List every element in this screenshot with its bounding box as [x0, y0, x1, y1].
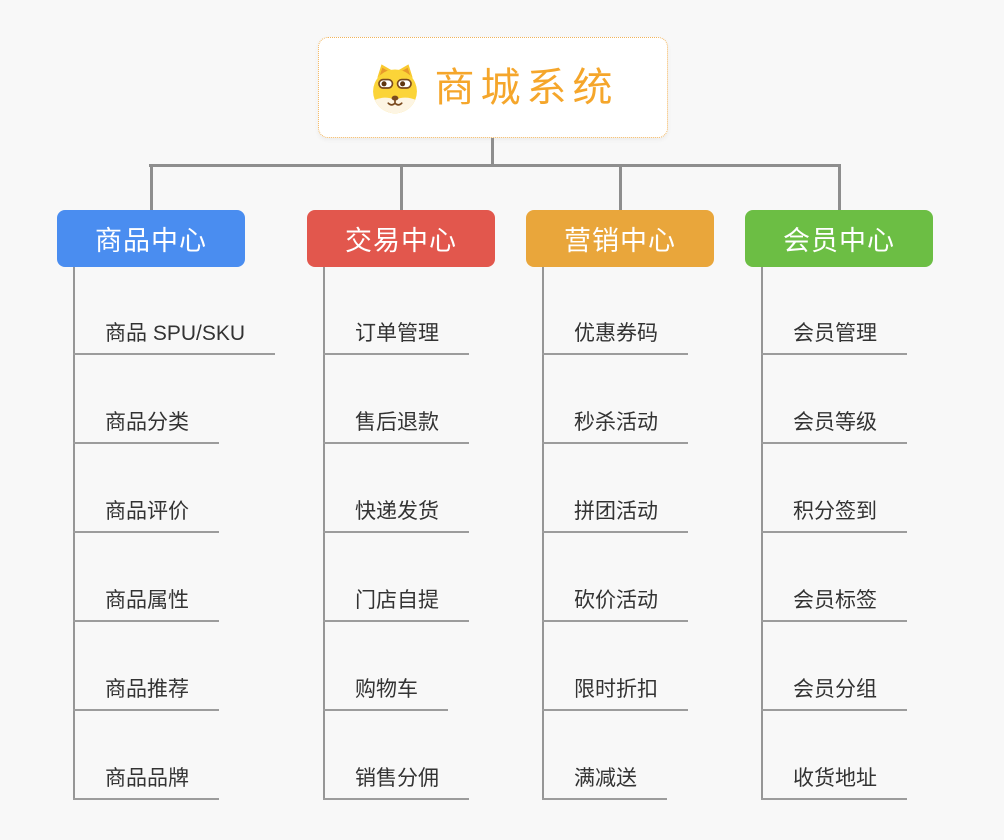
branch-label: 营销中心: [564, 226, 676, 256]
connector-branch-drop: [399, 164, 403, 210]
node-item[interactable]: 会员等级: [761, 411, 907, 444]
node-item[interactable]: 优惠券码: [542, 322, 688, 355]
node-item[interactable]: 销售分佣: [323, 767, 469, 800]
connector-branch-drop: [149, 164, 153, 210]
branch-label: 会员中心: [783, 226, 895, 256]
connector-branch-line: [323, 267, 325, 800]
connector-root-stem: [491, 138, 494, 165]
node-item[interactable]: 订单管理: [323, 322, 469, 355]
root-node[interactable]: 商城系统: [318, 37, 668, 138]
node-item[interactable]: 门店自提: [323, 589, 469, 622]
node-item[interactable]: 售后退款: [323, 411, 469, 444]
branch-header-marketing-center[interactable]: 营销中心: [526, 210, 714, 267]
node-item[interactable]: 快递发货: [323, 500, 469, 533]
node-item[interactable]: 拼团活动: [542, 500, 688, 533]
connector-branch-line: [761, 267, 763, 800]
node-item[interactable]: 购物车: [323, 678, 448, 711]
connector-branch-line: [73, 267, 75, 800]
branch-label: 商品中心: [95, 226, 207, 256]
node-item[interactable]: 会员标签: [761, 589, 907, 622]
node-item[interactable]: 砍价活动: [542, 589, 688, 622]
node-item[interactable]: 商品品牌: [73, 767, 219, 800]
connector-horizontal-bar: [149, 164, 840, 167]
node-item[interactable]: 积分签到: [761, 500, 907, 533]
branch-header-member-center[interactable]: 会员中心: [745, 210, 933, 267]
branch-header-trade-center[interactable]: 交易中心: [307, 210, 495, 267]
node-item[interactable]: 会员管理: [761, 322, 907, 355]
node-item[interactable]: 会员分组: [761, 678, 907, 711]
node-item[interactable]: 收货地址: [761, 767, 907, 800]
connector-branch-drop: [618, 164, 622, 210]
node-item[interactable]: 商品分类: [73, 411, 219, 444]
node-item[interactable]: 商品评价: [73, 500, 219, 533]
branch-label: 交易中心: [345, 226, 457, 256]
connector-branch-line: [542, 267, 544, 800]
node-item[interactable]: 商品属性: [73, 589, 219, 622]
root-title: 商城系统: [434, 65, 619, 110]
node-item[interactable]: 商品推荐: [73, 678, 219, 711]
node-item[interactable]: 秒杀活动: [542, 411, 688, 444]
node-item[interactable]: 限时折扣: [542, 678, 688, 711]
connector-branch-drop: [837, 164, 841, 210]
branch-header-product-center[interactable]: 商品中心: [57, 210, 245, 267]
node-item[interactable]: 满减送: [542, 767, 667, 800]
dog-face-icon: [372, 63, 417, 113]
node-item[interactable]: 商品 SPU/SKU: [73, 322, 276, 355]
